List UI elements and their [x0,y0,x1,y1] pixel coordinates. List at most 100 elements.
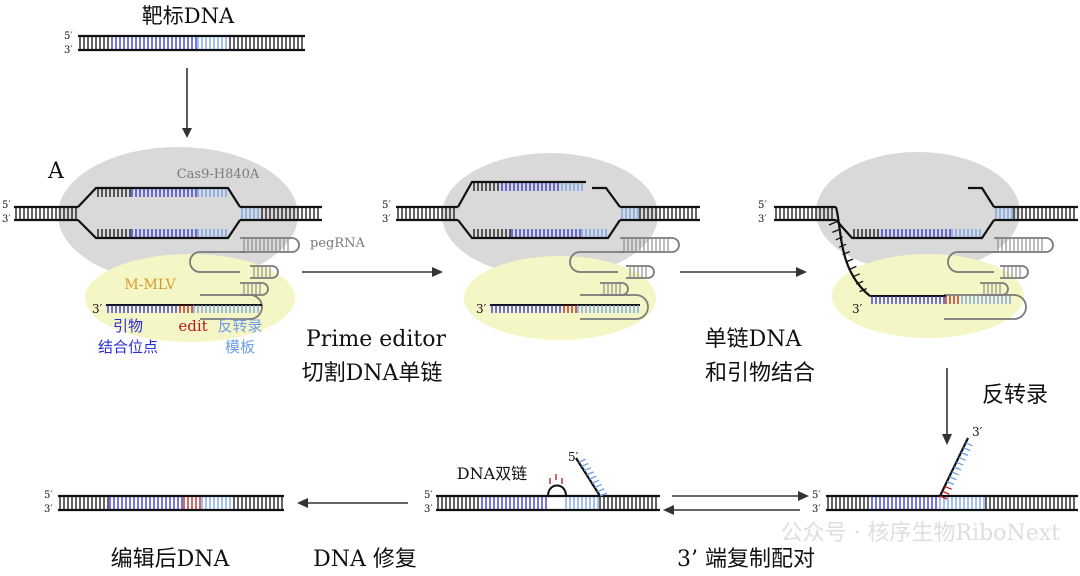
step5-label: DNA 修复 [313,547,417,572]
pegrna-loop [1000,265,1029,279]
rt-enzyme-label: M-MLV [124,277,176,293]
arrows [186,68,948,511]
arrowhead-step4-forward [798,491,809,501]
pegrna-pbs [580,294,649,320]
bubble-bottom [457,219,621,240]
pegrna-loop [626,265,655,279]
arrowhead-step5 [297,498,308,508]
flap-3prime-duplex [826,437,1078,512]
f-end5: 5′ [44,490,53,501]
bubble-bottom [77,219,241,240]
flap-tick [958,456,966,461]
flap-tick [578,458,586,463]
nicked-top-right [968,186,995,208]
a-primer-end3: 3′ [92,302,103,316]
enzyme-label: Cas9-H840A [177,167,260,182]
flap-tick [597,488,605,493]
flap-tick [842,251,850,256]
flap-tick [828,221,837,226]
duplex-label: DNA双链 [457,464,527,483]
c-end5: 5′ [758,200,767,211]
pegrna-loop [994,237,1054,253]
b-end3: 3′ [382,214,391,225]
flap-tick [852,273,861,278]
legend-template-line1: 反转录 [217,317,262,335]
panel-c-complex [774,186,1078,320]
flap-tick [583,467,592,472]
e-end5: 5′ [812,490,821,501]
top-end3: 3′ [64,45,73,56]
step2-label-line1: 单链DNA [705,327,803,352]
e-end3: 3′ [812,504,821,515]
arrowhead-step3 [942,434,952,445]
flap-tick [832,228,840,233]
labels: 靶标DNA A Cas9-H840A pegRNA M-MLV 引物 结合位点 … [47,4,1060,572]
mmlv-blob-2 [464,256,656,340]
flap-tick [586,471,594,476]
d-end3: 3′ [424,504,433,515]
bubble-bottom [835,219,995,240]
arrowhead-step4-back [663,505,674,515]
flap-tick [855,280,864,285]
legend-edit: edit [178,317,207,335]
c-primer-end3: 3′ [852,302,863,316]
flap-5prime-duplex [436,457,660,512]
panel-letter: A [47,159,65,184]
cas9-blob-2 [442,153,658,277]
panel-b-complex [396,180,700,320]
flap-tick [946,480,955,486]
flap-tick [589,475,597,480]
legend-primer-line2: 结合位点 [98,338,158,356]
arrowhead-step1 [432,267,443,277]
flap-tick [953,466,962,471]
b-end5: 5′ [382,200,391,211]
flap-tick [859,288,867,293]
legend-primer-line1: 引物 [113,317,143,335]
a-end5: 5′ [2,200,11,211]
nicked-top-right [592,186,621,208]
pegrna-stem [947,251,998,273]
pegrna-loop [250,265,279,279]
f-end3: 3′ [44,504,53,515]
title: 靶标DNA [142,4,235,28]
target-dna [78,34,305,52]
pegrna-loop [240,237,300,253]
flap-tick [963,447,971,452]
step2-label-line2: 和引物结合 [705,361,815,386]
flap-strand [834,206,871,297]
flap-tick [591,479,600,484]
edited-dna [58,494,284,512]
guide-label: pegRNA [310,236,366,251]
e-flap-end3: 3′ [972,425,983,439]
panel-a-complex [14,186,322,320]
d-flap-end5: 5′ [568,450,579,464]
flap-tick [594,483,602,489]
flap-tick [581,462,589,468]
c-end3: 3′ [758,214,767,225]
arrowheads [182,128,952,515]
legend-template-line2: 模板 [225,338,255,356]
step3-label: 反转录 [982,383,1048,408]
flap-tick [951,471,959,476]
pegrna-stem [189,251,246,273]
flap-tick [845,258,854,263]
a-end3: 3′ [2,214,11,225]
step1-label-line2: 切割DNA单链 [302,361,443,386]
nicked-top [457,180,586,208]
flap-tick [942,490,950,495]
flap-tick [944,485,952,490]
flap-tick [956,461,964,466]
b-primer-end3: 3′ [476,302,487,316]
flap-tick [939,495,948,500]
flap-tick [965,442,973,447]
result-label: 编辑后DNA [111,547,231,572]
step4-label: 3’ 端复制配对 [677,547,815,572]
flap-tick [838,243,847,248]
pegrna-pbs [200,294,263,320]
flap-tick [949,476,957,481]
arrowhead-step2 [796,267,807,277]
flap-5prime [575,457,601,497]
flap-tick [599,492,608,497]
flap-tick [849,265,857,270]
